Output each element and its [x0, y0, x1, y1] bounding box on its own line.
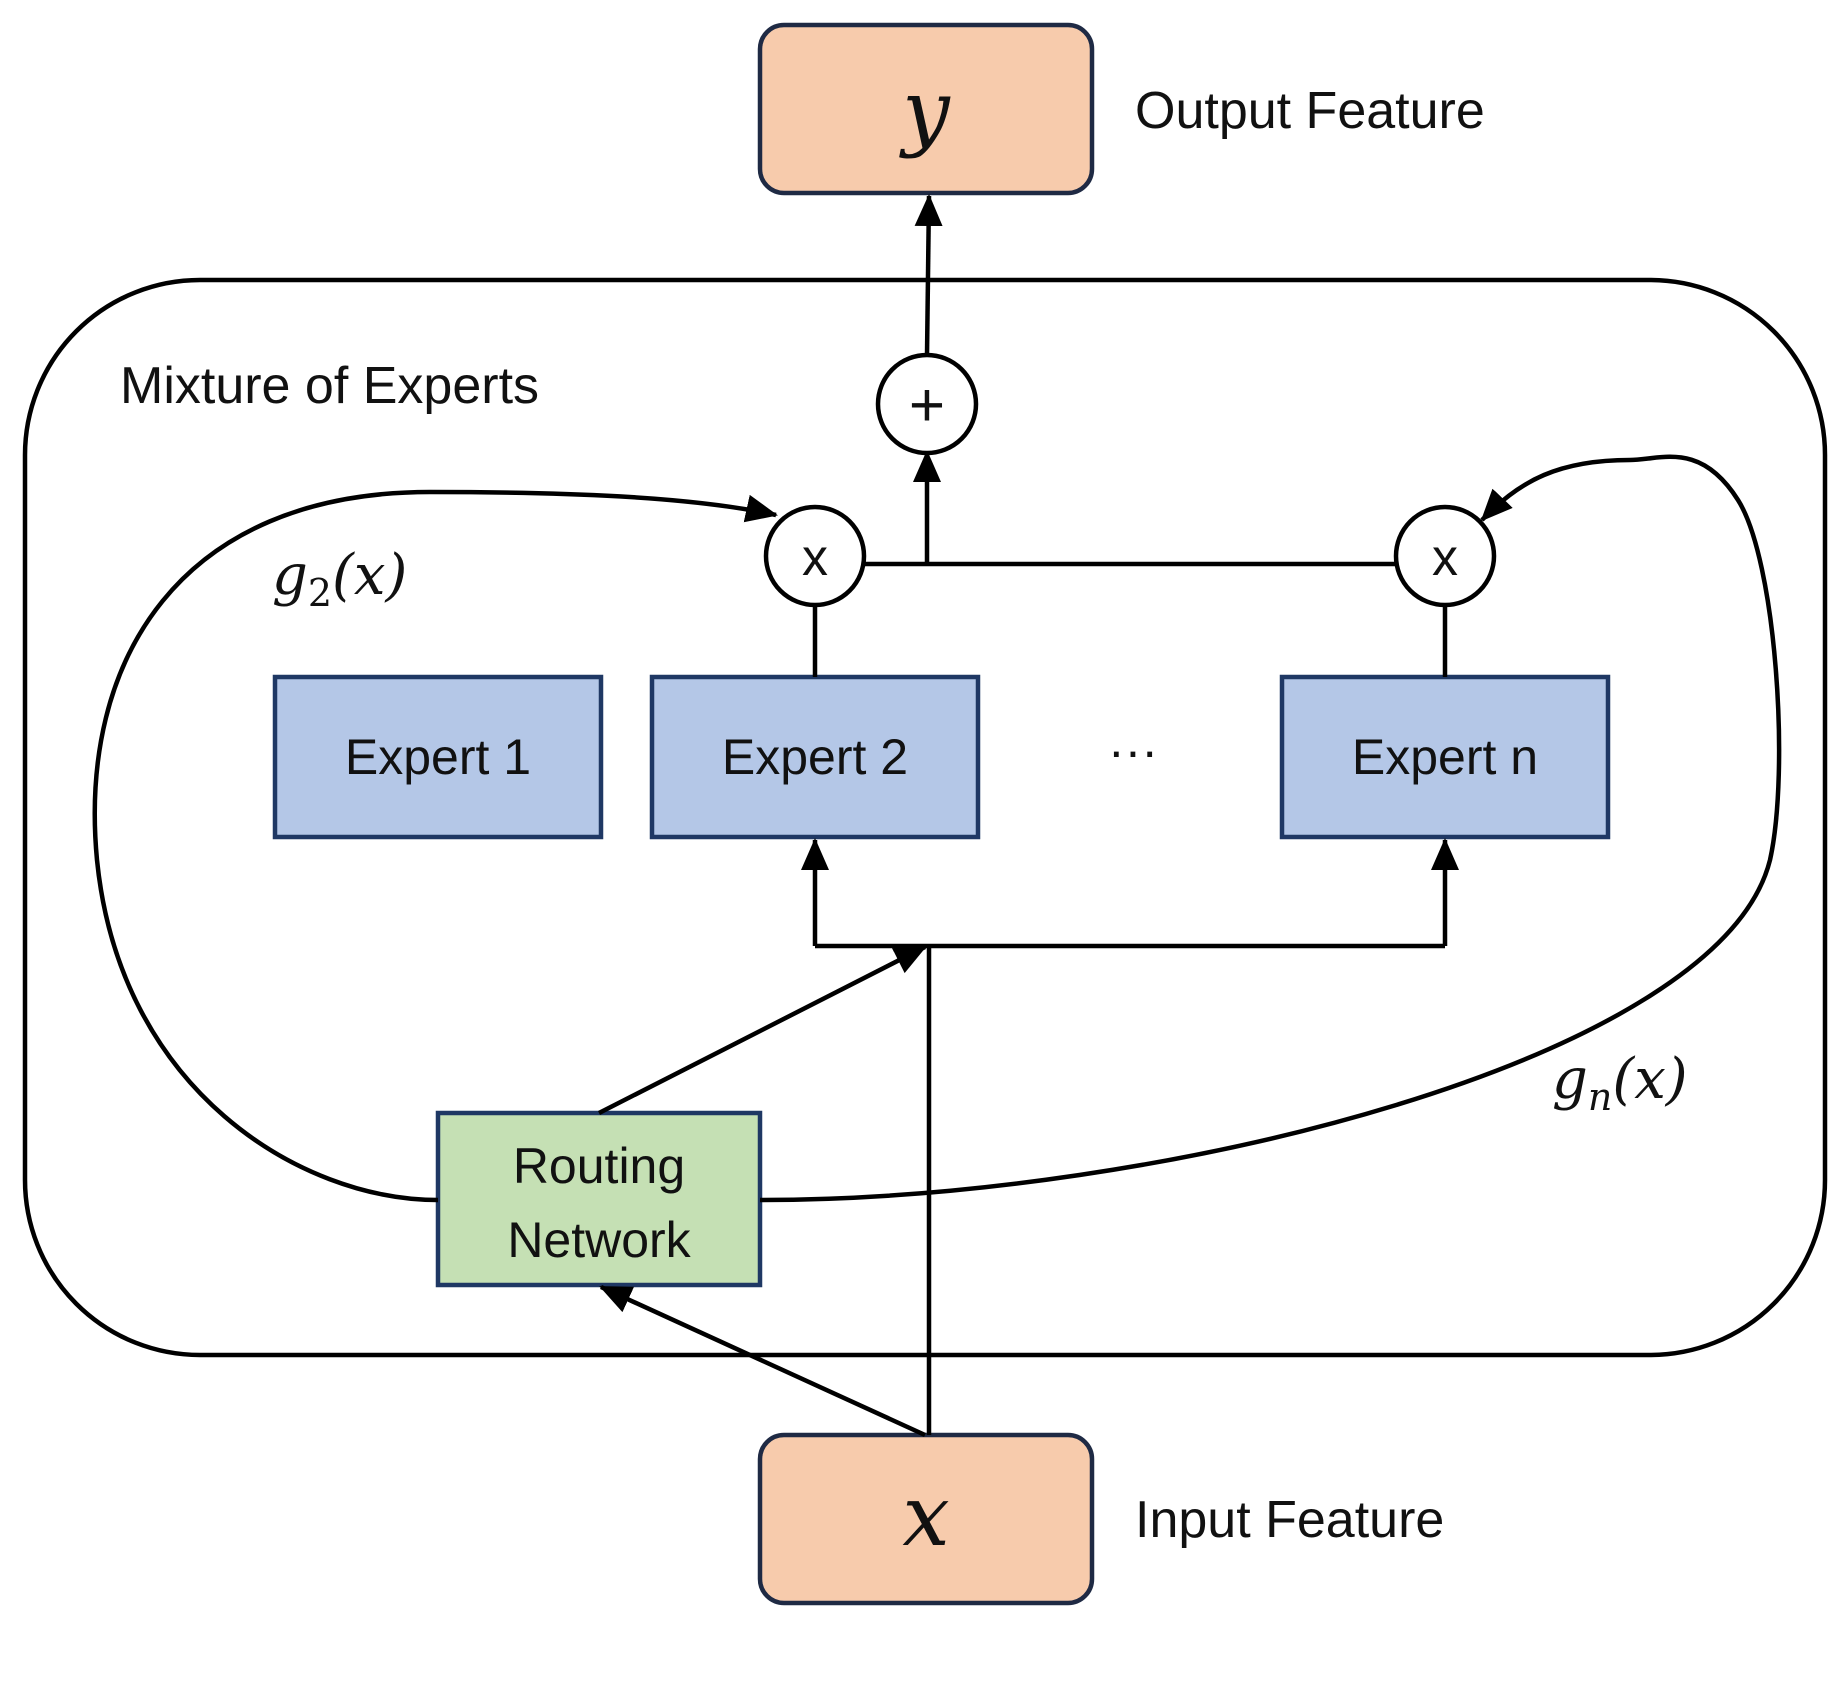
gate-g2-label: g2(x) — [272, 543, 407, 615]
multiply-node-expert-n — [1393, 504, 1497, 608]
expert-2-label: Expert 2 — [722, 729, 908, 785]
routing-network-line1: Routing — [513, 1138, 685, 1194]
gate-g2-curve — [92, 489, 778, 1203]
routing-network-line2: Network — [507, 1212, 691, 1268]
expert-n-label: Expert n — [1352, 729, 1538, 785]
input-box — [757, 1432, 1095, 1606]
input-to-router-arrow — [599, 1284, 926, 1438]
multiply-node-expert-2-symbol: x — [802, 529, 828, 587]
sum-node — [875, 352, 979, 456]
sum-node-symbol: + — [909, 371, 945, 440]
multiply-node-expert-2 — [763, 504, 867, 608]
output-caption: Output Feature — [1135, 82, 1485, 140]
sum-to-output-arrow — [914, 194, 943, 356]
expert-n-box — [1279, 674, 1611, 840]
router-to-bus-arrow — [597, 944, 927, 1116]
expert-1-label: Expert 1 — [345, 729, 531, 785]
container-title: Mixture of Experts — [120, 357, 539, 415]
output-box — [757, 22, 1095, 196]
routing-network-box — [435, 1110, 763, 1288]
expert-2-box — [649, 674, 981, 840]
moe-container — [22, 277, 1828, 1358]
input-symbol: x — [902, 1467, 949, 1565]
gate-gn-label: gn(x) — [1552, 1047, 1688, 1119]
multiply-node-expert-n-symbol: x — [1432, 529, 1458, 587]
gate-gn-curve — [759, 454, 1782, 1203]
input-caption: Input Feature — [1135, 1491, 1444, 1549]
output-symbol: y — [898, 62, 951, 160]
ellipsis: ··· — [1108, 723, 1158, 779]
expert-1-box — [272, 674, 604, 840]
